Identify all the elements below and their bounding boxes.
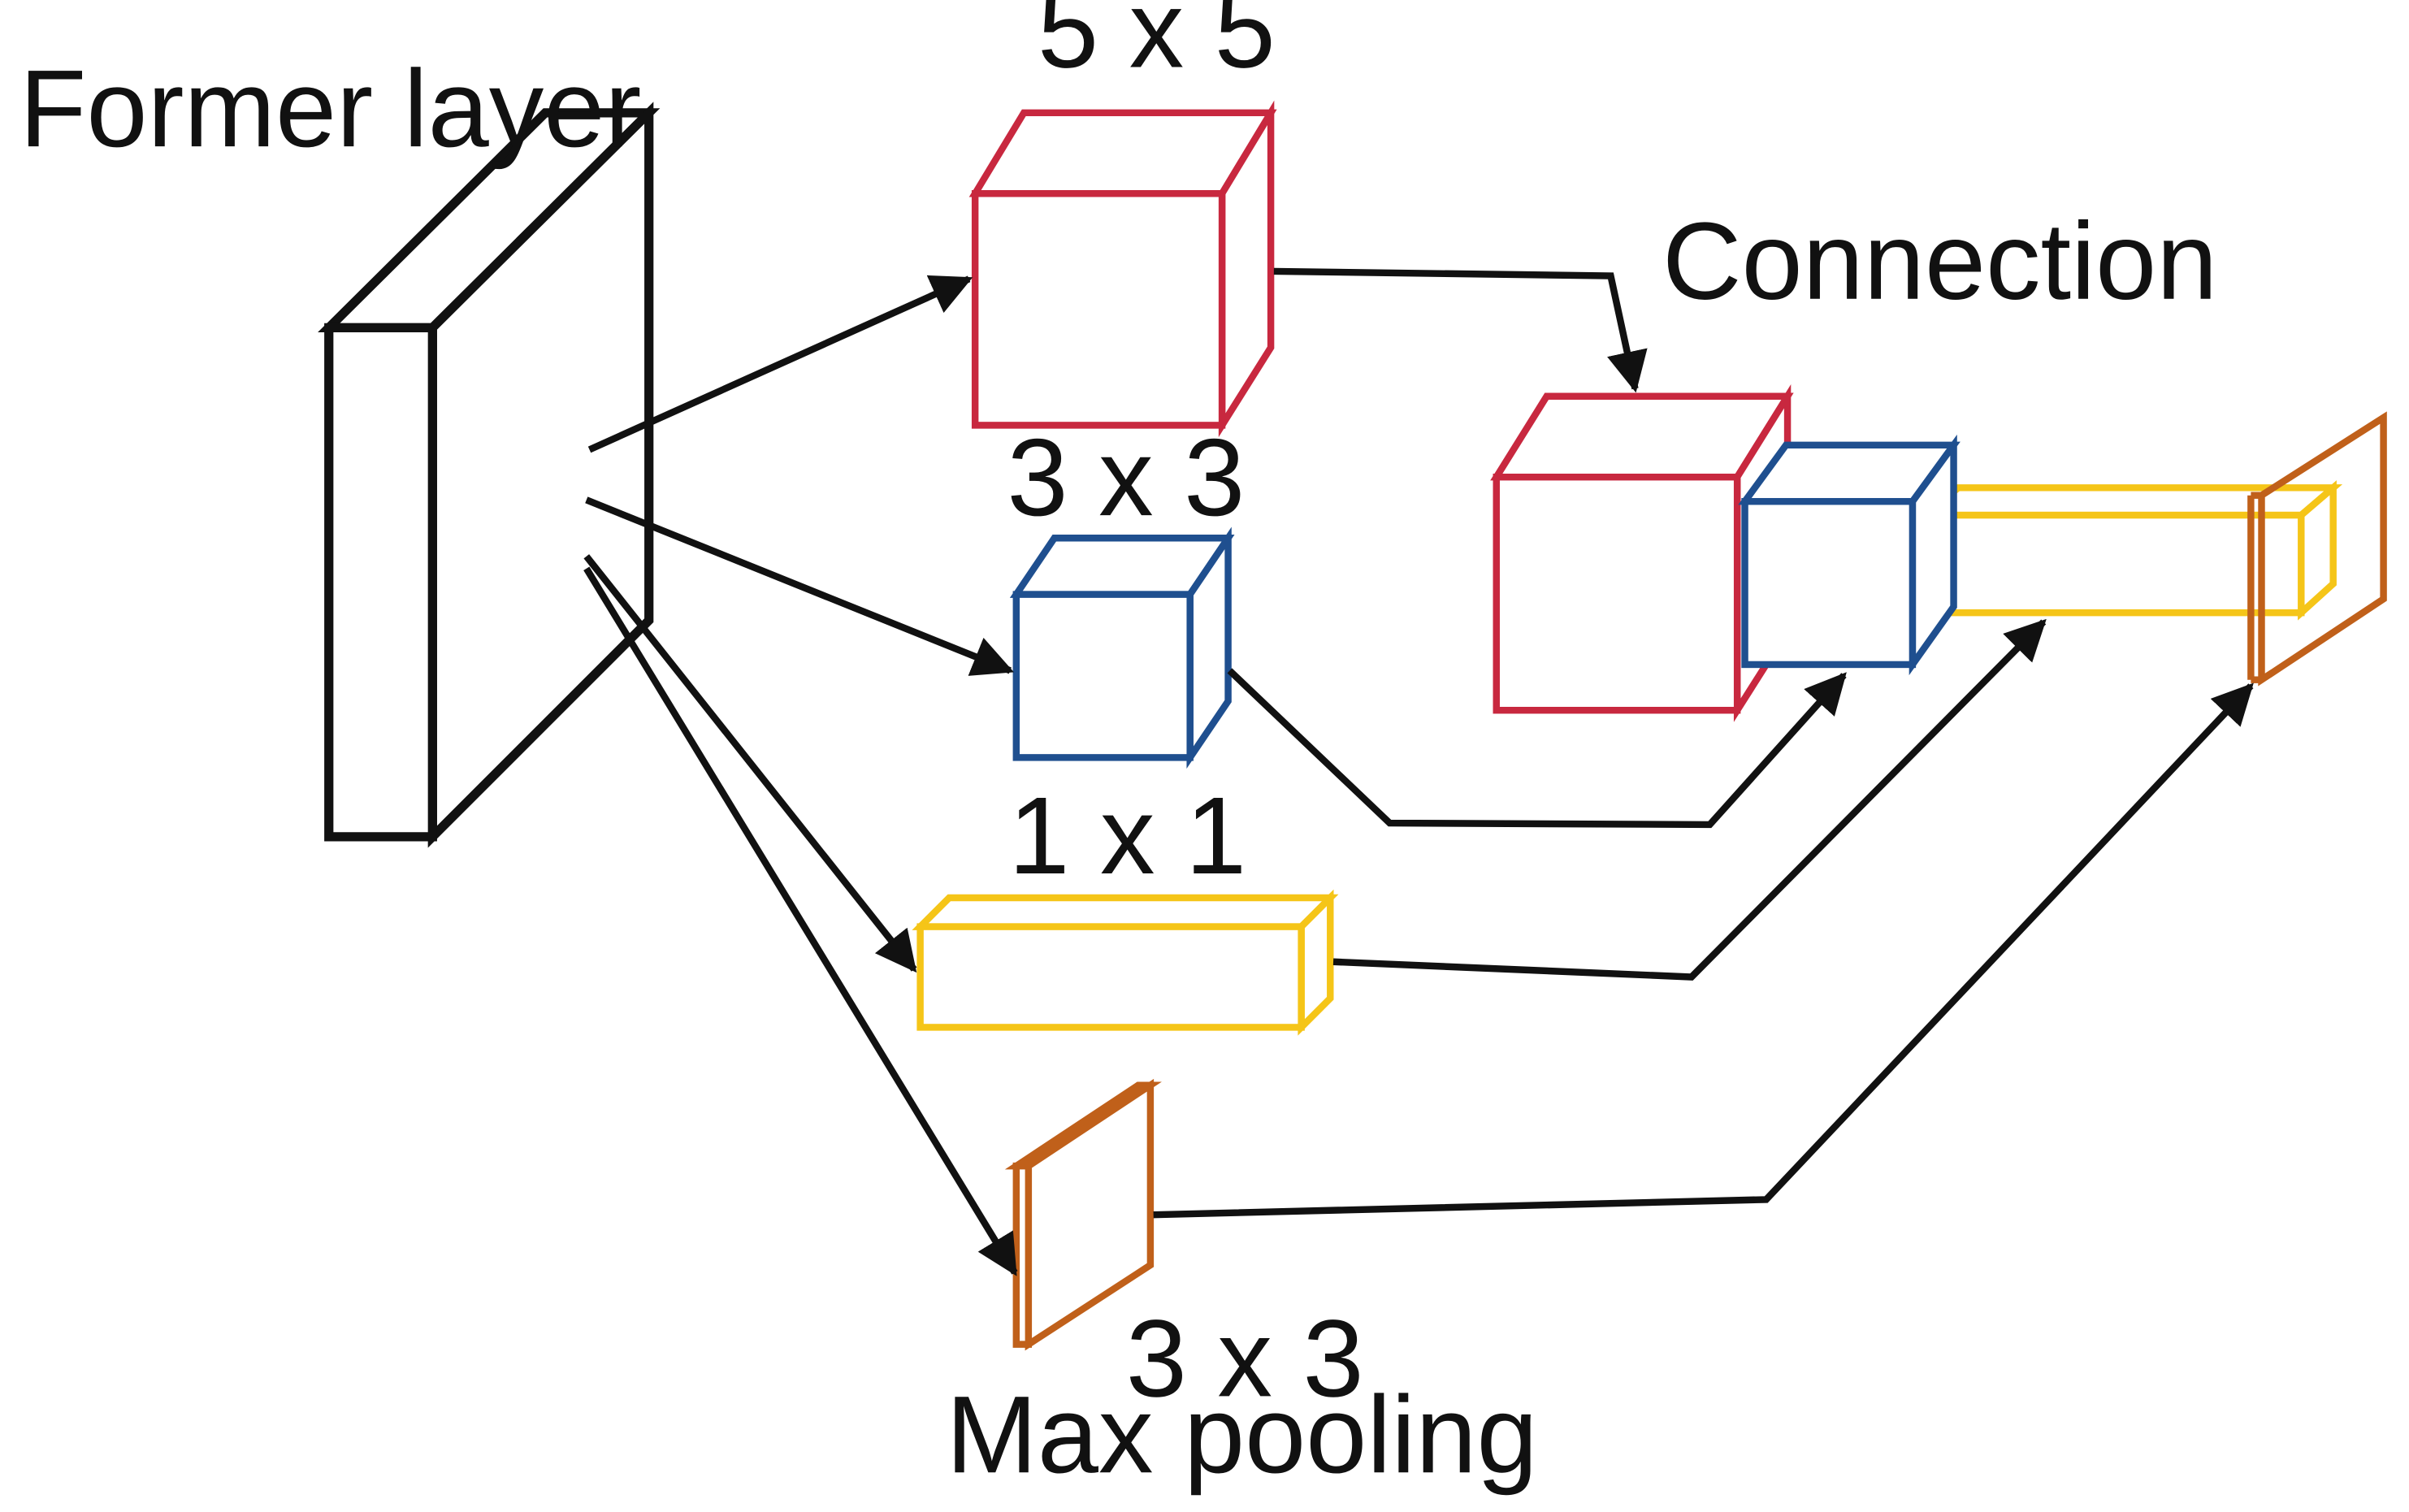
conv-3x3-label: 3 x 3 xyxy=(1007,416,1245,539)
conv-5x5-label: 5 x 5 xyxy=(1038,0,1276,91)
conv-5x5-block xyxy=(968,100,1277,438)
arrow-to-conv-1x1 xyxy=(583,554,917,973)
arrow-to-max-pool xyxy=(583,566,1018,1276)
conv-3x3-block xyxy=(1009,526,1235,769)
concat-pool-face xyxy=(2258,411,2387,687)
connection-label: Connection xyxy=(1662,200,2217,323)
concat-1x1-front-face xyxy=(1922,511,2305,617)
max-pool-block xyxy=(1004,1078,1162,1351)
conv-1x1-block xyxy=(912,889,1339,1036)
conv-3x3-front-face xyxy=(1012,591,1194,761)
conv-5x5-front-face xyxy=(971,190,1226,429)
arrow-to-conv-3x3 xyxy=(585,496,1015,676)
arrow-conv-1x1-to-concat xyxy=(1332,618,2047,981)
concat-1x1-block xyxy=(1917,480,2343,621)
concat-3x3-block xyxy=(1738,434,1961,676)
arrow-conv-5x5-to-concat xyxy=(1273,267,1648,393)
max-pool-size-label: 3 x 3 xyxy=(1126,1297,1364,1419)
conv-1x1-top-face xyxy=(912,894,1339,930)
concat-5x5-front-face xyxy=(1493,473,1741,714)
arrow-conv-3x3-to-concat xyxy=(1227,668,1847,829)
output-arrows xyxy=(1153,267,2254,1219)
former-layer-block xyxy=(318,102,661,848)
conv-1x1-front-face xyxy=(916,923,1305,1031)
arrow-to-conv-5x5 xyxy=(587,275,973,453)
concat-3x3-front-face xyxy=(1741,497,1917,669)
input-arrows xyxy=(583,275,1018,1276)
former-layer-front-face xyxy=(324,323,437,842)
max-pool-name-label: Max pooling xyxy=(946,1373,1537,1496)
arrow-max-pool-to-concat xyxy=(1153,682,2254,1219)
conv-1x1-label: 1 x 1 xyxy=(1008,774,1246,897)
concat-pool-block xyxy=(2247,411,2387,687)
former-layer-label: Former layer xyxy=(19,47,641,170)
max-pool-edge xyxy=(1012,1162,1033,1348)
